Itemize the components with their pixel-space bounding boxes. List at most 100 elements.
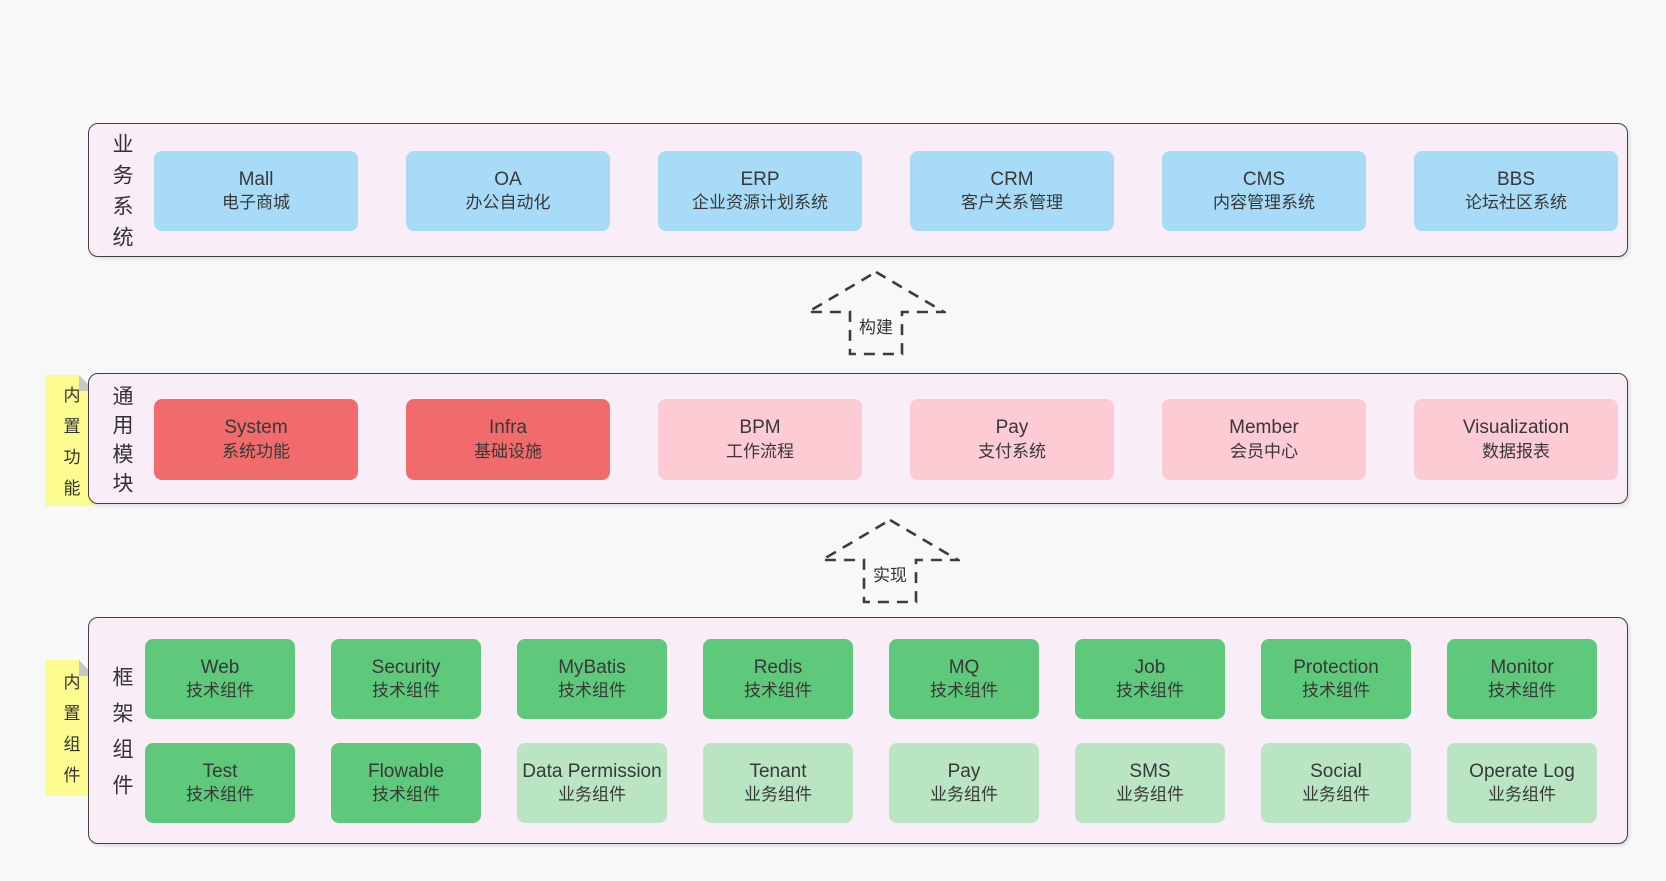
box-name: Tenant [749,760,807,782]
panel-label-business-systems: 业务系统 [110,133,133,257]
box-name: OA [494,168,522,190]
box-visualization: Visualization 数据报表 [1414,399,1618,480]
panel-common-modules: 通用模块 System 系统功能 Infra 基础设施 BPM 工作流程 Pay… [88,373,1628,504]
box-name: Monitor [1490,656,1554,678]
box-desc: 内容管理系统 [1213,193,1315,213]
box-social: Social 业务组件 [1261,743,1411,823]
box-name: ERP [740,168,780,190]
box-name: MQ [948,656,980,678]
business-box-row: Mall 电子商城 OA 办公自动化 ERP 企业资源计划系统 CRM 客户关系… [154,151,1618,231]
panel-label-common-modules: 通用模块 [110,384,133,501]
box-mq: MQ 技术组件 [889,639,1039,719]
box-name: Operate Log [1469,760,1575,782]
box-desc: 业务组件 [744,785,812,805]
box-name: Redis [753,656,803,678]
sticky-note-text: 内置功能 [60,385,80,510]
box-desc: 技术组件 [186,681,254,701]
box-name: Infra [488,417,528,439]
dashed-up-arrow-implement: 实现 [820,516,960,606]
box-name: SMS [1129,760,1171,782]
box-member: Member 会员中心 [1162,399,1366,480]
box-desc: 技术组件 [372,681,440,701]
box-name: Pay [995,417,1029,439]
panel-business-systems: 业务系统 Mall 电子商城 OA 办公自动化 ERP 企业资源计划系统 CRM… [88,123,1628,257]
box-name: Flowable [367,760,445,782]
box-sms: SMS 业务组件 [1075,743,1225,823]
sticky-note-builtin-features: 内置功能 [45,375,95,506]
box-desc: 企业资源计划系统 [692,193,828,213]
box-mybatis: MyBatis 技术组件 [517,639,667,719]
box-name: Web [200,656,240,678]
box-name: Job [1134,656,1166,678]
box-cms: CMS 内容管理系统 [1162,151,1366,231]
box-name: System [224,417,288,439]
box-name: Member [1229,417,1299,439]
box-name: Data Permission [522,760,662,782]
box-pay-component: Pay 业务组件 [889,743,1039,823]
box-name: MyBatis [558,656,626,678]
box-system: System 系统功能 [154,399,358,480]
box-desc: 客户关系管理 [961,193,1063,213]
box-mall: Mall 电子商城 [154,151,358,231]
arrow-label-implement: 实现 [870,561,910,586]
dashed-up-arrow-build: 构建 [806,268,946,358]
box-desc: 技术组件 [1488,681,1556,701]
up-arrow-icon [820,518,960,604]
box-name: BPM [739,417,781,439]
box-redis: Redis 技术组件 [703,639,853,719]
box-name: Security [371,656,441,678]
box-security: Security 技术组件 [331,639,481,719]
box-desc: 业务组件 [1116,785,1184,805]
panel-framework-components: 框架组件 Web 技术组件 Security 技术组件 MyBatis 技术组件… [88,617,1628,844]
box-job: Job 技术组件 [1075,639,1225,719]
box-desc: 电子商城 [222,193,290,213]
box-desc: 论坛社区系统 [1465,193,1567,213]
box-tenant: Tenant 业务组件 [703,743,853,823]
box-desc: 技术组件 [744,681,812,701]
box-name: CMS [1242,168,1286,190]
box-desc: 数据报表 [1482,441,1550,461]
box-protection: Protection 技术组件 [1261,639,1411,719]
up-arrow-icon [806,270,946,356]
box-desc: 业务组件 [930,785,998,805]
box-desc: 业务组件 [1488,785,1556,805]
box-desc: 技术组件 [558,681,626,701]
box-web: Web 技术组件 [145,639,295,719]
box-desc: 工作流程 [726,441,794,461]
box-desc: 业务组件 [558,785,626,805]
modules-box-row: System 系统功能 Infra 基础设施 BPM 工作流程 Pay 支付系统… [154,399,1618,480]
sticky-note-text: 内置组件 [60,673,80,797]
box-desc: 技术组件 [372,785,440,805]
box-flowable: Flowable 技术组件 [331,743,481,823]
box-name: BBS [1496,168,1536,190]
box-desc: 会员中心 [1230,441,1298,461]
box-pay-system: Pay 支付系统 [910,399,1114,480]
box-desc: 办公自动化 [465,193,551,213]
box-bbs: BBS 论坛社区系统 [1414,151,1618,231]
box-name: Test [202,760,238,782]
panel-label-framework-components: 框架组件 [110,666,133,810]
box-desc: 业务组件 [1302,785,1370,805]
arrow-label-build: 构建 [856,313,896,338]
box-data-permission: Data Permission 业务组件 [517,743,667,823]
box-desc: 技术组件 [186,785,254,805]
box-desc: 基础设施 [474,441,542,461]
box-desc: 系统功能 [222,441,290,461]
box-monitor: Monitor 技术组件 [1447,639,1597,719]
box-desc: 技术组件 [1116,681,1184,701]
box-name: Protection [1293,656,1379,678]
box-name: Social [1310,760,1362,782]
box-desc: 支付系统 [978,441,1046,461]
box-erp: ERP 企业资源计划系统 [658,151,862,231]
box-name: Mall [238,168,274,190]
box-oa: OA 办公自动化 [406,151,610,231]
box-desc: 技术组件 [1302,681,1370,701]
box-name: Pay [947,760,981,782]
box-name: CRM [990,168,1034,190]
box-infra: Infra 基础设施 [406,399,610,480]
box-bpm: BPM 工作流程 [658,399,862,480]
box-test: Test 技术组件 [145,743,295,823]
box-desc: 技术组件 [930,681,998,701]
box-name: Visualization [1462,417,1570,439]
